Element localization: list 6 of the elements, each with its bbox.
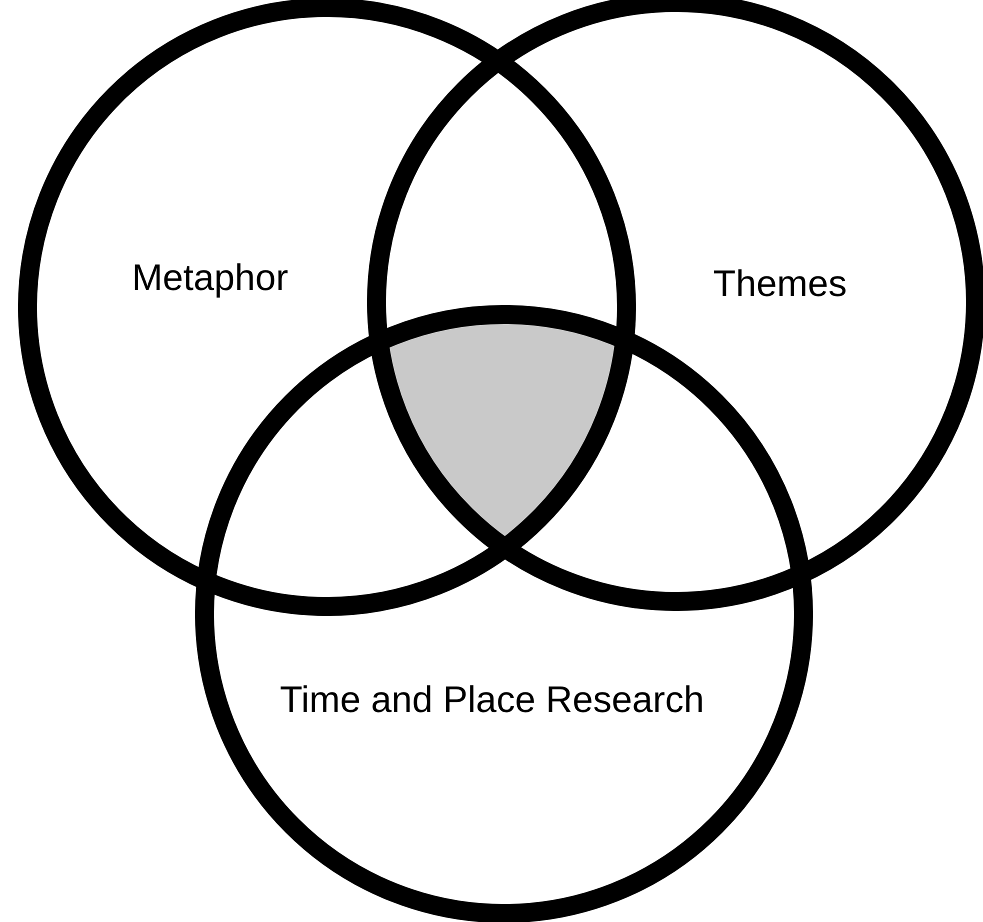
venn-circle	[18, 0, 636, 616]
circle-label: Metaphor	[132, 256, 288, 300]
venn-circle	[367, 0, 983, 611]
circle-label: Time and Place Research	[280, 678, 704, 722]
venn-circle	[195, 305, 813, 922]
circle-label: Themes	[713, 262, 847, 306]
